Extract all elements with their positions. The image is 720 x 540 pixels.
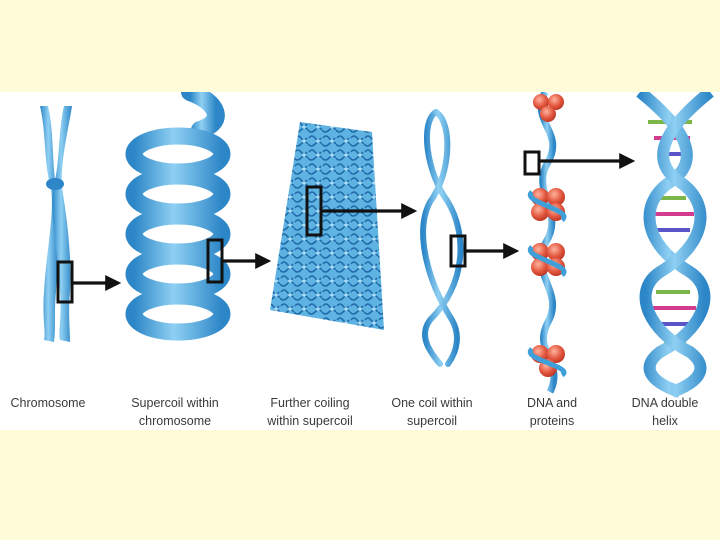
label-one-coil-within-supercoil: One coil within supercoil [372, 394, 492, 430]
one-coil-illustration [423, 112, 460, 364]
dna-double-helix-illustration [640, 92, 710, 392]
label-dna-double-helix: DNA double helix [610, 394, 720, 430]
dna-proteins-marker-box [525, 152, 539, 174]
label-chromosome: Chromosome [0, 394, 96, 412]
label-supercoil-within-chromosome: Supercoil within chromosome [110, 394, 240, 430]
chromosome-illustration [40, 106, 72, 342]
dna-packaging-diagram [0, 92, 720, 430]
histone-cluster-top [533, 94, 564, 122]
label-dna-and-proteins: DNA and proteins [500, 394, 604, 430]
supercoil-illustration [134, 92, 222, 332]
further-coiling-illustration [270, 122, 384, 330]
figure-panel: Chromosome Supercoil within chromosome F… [0, 92, 720, 430]
dna-and-proteins-illustration [530, 92, 565, 392]
label-further-coiling-within-supercoil: Further coiling within supercoil [245, 394, 375, 430]
